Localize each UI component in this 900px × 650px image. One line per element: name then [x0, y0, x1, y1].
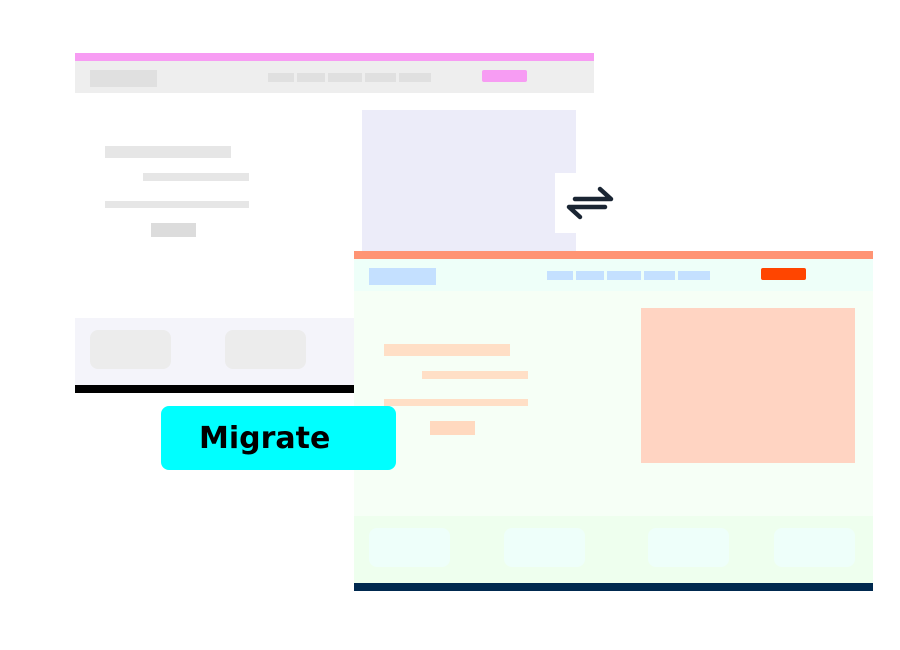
old-site-nav-item [328, 73, 362, 82]
migrate-button-label: Migrate [199, 420, 331, 456]
old-site-nav-item [399, 73, 431, 82]
new-site-bottom-bar [354, 583, 873, 591]
new-site-nav-item [547, 271, 573, 280]
old-site-footer-card [90, 330, 171, 369]
old-site-nav [268, 73, 431, 82]
new-site-logo-placeholder [369, 268, 436, 285]
new-site-nav-item [678, 271, 710, 280]
old-site-nav-item [268, 73, 294, 82]
swap-arrows-icon [555, 173, 625, 233]
new-site-nav-item [576, 271, 604, 280]
old-website-mockup [75, 53, 594, 393]
swap-arrows-icon-svg [566, 186, 614, 220]
new-site-footer-card [369, 528, 450, 567]
old-site-bottom-bar [75, 385, 594, 393]
new-site-top-bar [354, 251, 873, 259]
new-site-text-line [384, 399, 528, 406]
new-website-mockup [354, 251, 873, 591]
old-site-nav-item [365, 73, 396, 82]
old-site-hero-image [362, 110, 576, 258]
new-site-hero-image [641, 308, 855, 463]
new-site-cta-button [761, 268, 806, 280]
old-site-button-block [151, 223, 196, 237]
migrate-button[interactable]: Migrate [161, 406, 396, 470]
new-site-nav-item [644, 271, 675, 280]
new-site-nav [547, 271, 710, 280]
old-site-top-bar [75, 53, 594, 61]
new-site-nav-item [607, 271, 641, 280]
old-site-cta-button [482, 70, 527, 82]
old-site-heading-line [105, 146, 231, 158]
new-site-button-block [430, 421, 475, 435]
new-site-footer-card [774, 528, 855, 567]
old-site-text-line [105, 201, 249, 208]
old-site-nav-item [297, 73, 325, 82]
old-site-text-line [143, 173, 249, 181]
new-site-heading-line [384, 344, 510, 356]
new-site-footer-card [648, 528, 729, 567]
old-site-footer-card [225, 330, 306, 369]
new-site-text-line [422, 371, 528, 379]
new-site-footer-card [504, 528, 585, 567]
old-site-logo-placeholder [90, 70, 157, 87]
